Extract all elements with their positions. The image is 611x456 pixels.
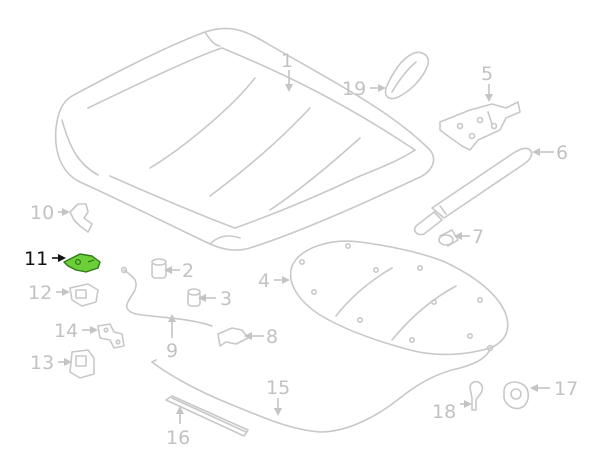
part-19-trim[interactable] (384, 51, 430, 100)
part-7-bump-stop[interactable] (438, 229, 459, 247)
callout-5[interactable]: 5 (481, 63, 493, 85)
callout-2[interactable]: 2 (182, 260, 194, 282)
callout-6[interactable]: 6 (556, 142, 568, 164)
callout-4[interactable]: 4 (258, 270, 270, 292)
part-17-release-handle[interactable] (503, 381, 530, 410)
part-18-clip[interactable] (469, 380, 484, 411)
part-5-bracket[interactable] (439, 101, 521, 151)
part-15-release-cable[interactable] (151, 344, 494, 433)
part-3-buffer[interactable] (187, 288, 201, 307)
callout-11[interactable]: 11 (24, 248, 48, 270)
part-4-insulation[interactable] (289, 240, 509, 356)
part-2-buffer[interactable] (151, 258, 167, 279)
callout-8[interactable]: 8 (266, 326, 278, 348)
part-6-gas-strut[interactable] (413, 147, 533, 236)
callout-14[interactable]: 14 (54, 320, 78, 342)
part-16-seal[interactable] (165, 395, 249, 437)
part-9-cable[interactable] (120, 266, 213, 327)
callout-3[interactable]: 3 (220, 288, 232, 310)
part-13-lock[interactable] (69, 349, 95, 379)
callout-13[interactable]: 13 (30, 352, 54, 374)
part-12-latch[interactable] (69, 283, 99, 307)
callout-17[interactable]: 17 (554, 378, 578, 400)
callout-1[interactable]: 1 (281, 50, 293, 72)
part-8-clip[interactable] (217, 327, 249, 347)
callout-9[interactable]: 9 (166, 340, 178, 362)
callout-15[interactable]: 15 (266, 377, 290, 399)
callout-10[interactable]: 10 (30, 202, 54, 224)
part-11-latch-bracket[interactable] (63, 253, 101, 273)
part-10-bracket[interactable] (69, 203, 93, 233)
callout-18[interactable]: 18 (432, 401, 456, 423)
part-14-bracket[interactable] (97, 323, 125, 349)
callout-19[interactable]: 19 (342, 78, 366, 100)
callout-16[interactable]: 16 (166, 427, 190, 449)
callout-7[interactable]: 7 (472, 226, 484, 248)
callout-12[interactable]: 12 (28, 282, 52, 304)
part-1-hood[interactable] (54, 27, 435, 251)
